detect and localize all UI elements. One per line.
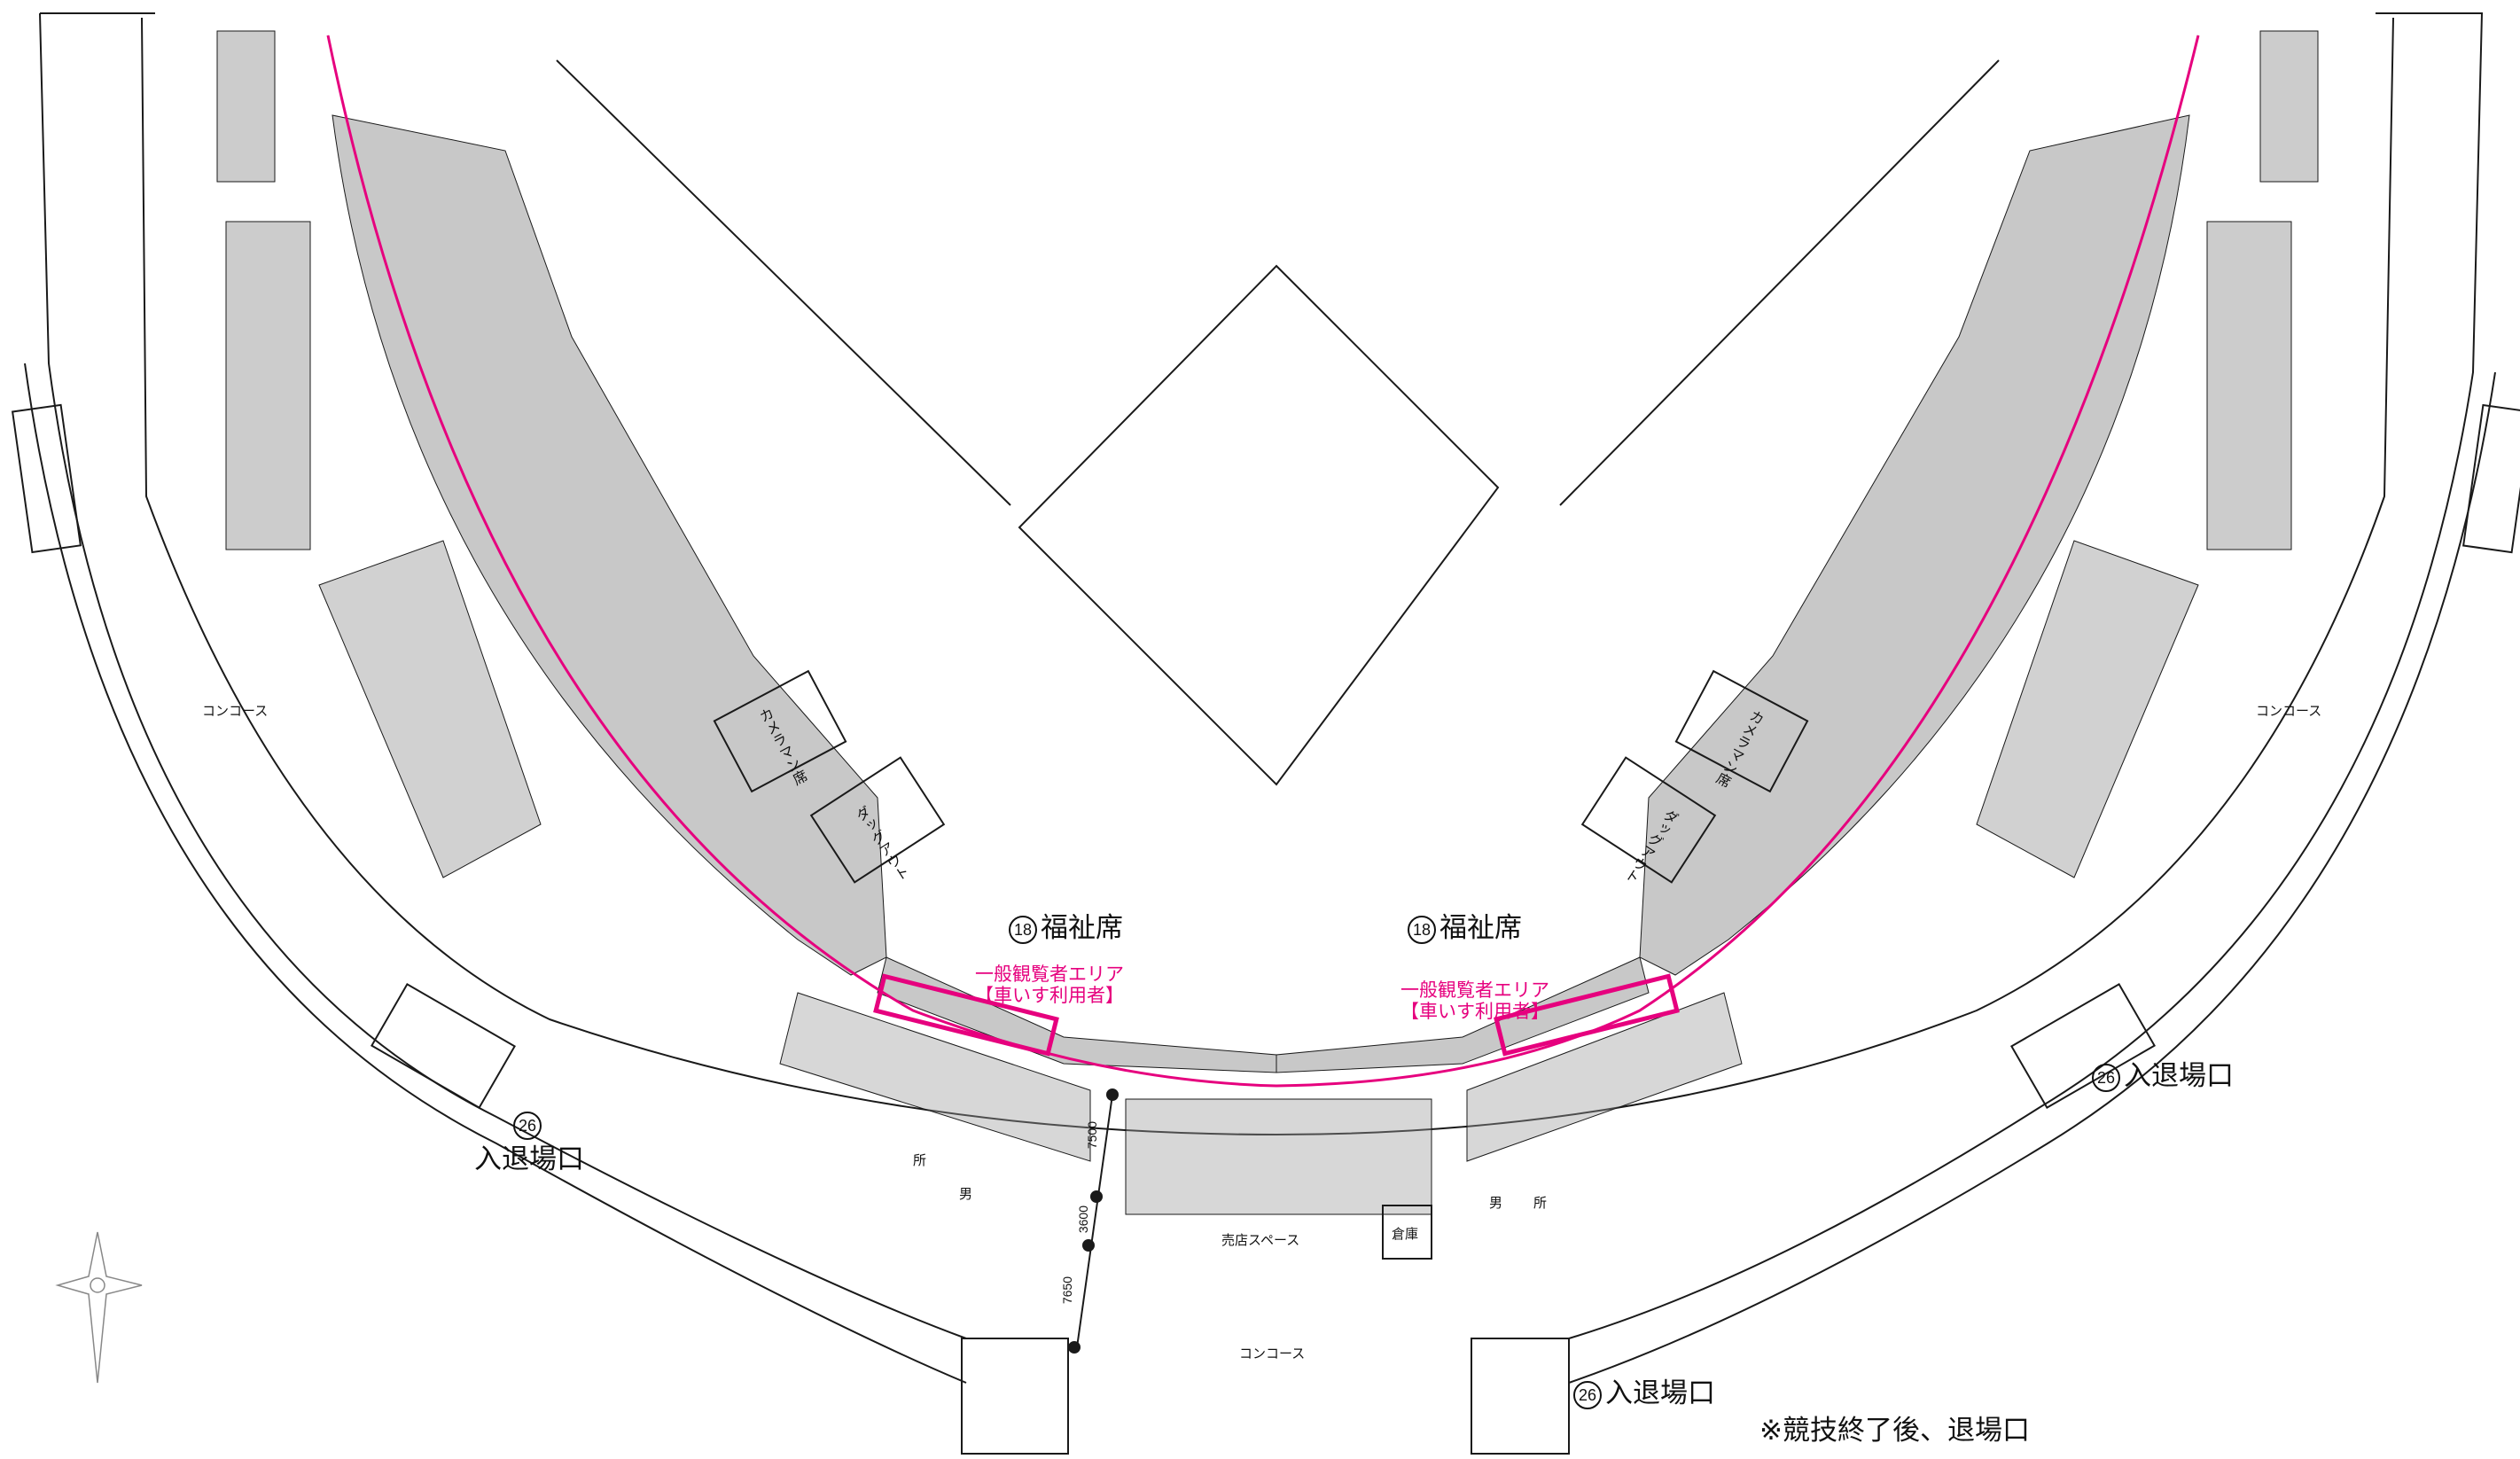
seat-block-right-lower xyxy=(1276,956,1650,1073)
dimension-7500: 7500 xyxy=(1085,1121,1099,1150)
stair-sw xyxy=(371,982,516,1110)
outer-wall-inner xyxy=(24,363,2496,1384)
concourse-label-west: コンコース xyxy=(202,704,269,719)
seat-block-right-front xyxy=(1466,992,1743,1162)
entrance-text: 入退場口 xyxy=(1605,1377,1715,1408)
stair-right xyxy=(1471,1338,1570,1455)
seat-block-right-mid xyxy=(2206,221,2292,550)
storage-label: 倉庫 xyxy=(1392,1227,1419,1242)
storage-room xyxy=(1382,1205,1432,1260)
seat-block-left-mid xyxy=(225,221,311,550)
welfare-seat-text: 福祉席 xyxy=(1041,912,1123,943)
foul-line-right xyxy=(1559,59,2000,506)
entrance-number: 26 xyxy=(2092,1063,2120,1092)
wheelchair-area-left xyxy=(873,973,1059,1057)
stand-outer-edge xyxy=(141,17,2394,1136)
men-toilet-label-right: 男 xyxy=(1489,1196,1503,1211)
seat-block-left-upper xyxy=(332,114,887,976)
seat-block-left-top xyxy=(216,30,276,183)
north-arrow-icon xyxy=(55,1231,143,1384)
concourse-label-east: コンコース xyxy=(2256,704,2322,719)
entrance-sw: 26 入退場口 xyxy=(474,1110,584,1173)
entrance-text: 入退場口 xyxy=(2124,1060,2234,1091)
foul-line-left xyxy=(556,59,1011,506)
wheelchair-area-right xyxy=(1494,973,1680,1057)
welfare-seat-number: 18 xyxy=(1009,915,1037,944)
dimension-3600: 3600 xyxy=(1076,1205,1090,1234)
entrance-text: 入退場口 xyxy=(474,1143,584,1174)
wheelchair-users-label: 【車いす利用者】 xyxy=(1400,1002,1549,1023)
seat-block-left-front xyxy=(779,992,1091,1162)
camera-booth-left xyxy=(713,669,847,793)
stair-left xyxy=(961,1338,1069,1455)
camera-booth-right xyxy=(1674,669,1809,793)
dimension-dot xyxy=(1082,1239,1095,1252)
seat-block-center xyxy=(1125,1098,1432,1215)
wheelchair-users-label: 【車いす利用者】 xyxy=(975,986,1124,1007)
welfare-seat-text: 福祉席 xyxy=(1439,912,1522,943)
store-space-label: 売店スペース xyxy=(1221,1233,1300,1248)
concourse-label-south: コンコース xyxy=(1239,1346,1306,1361)
dimension-dot xyxy=(1090,1190,1103,1203)
dimension-dot xyxy=(1068,1341,1081,1354)
dimension-dot xyxy=(1106,1088,1119,1101)
dimension-line xyxy=(1076,1094,1113,1348)
seat-block-right-upper xyxy=(1639,114,2190,976)
dugout-left xyxy=(809,756,946,884)
general-area-title: 一般観覧者エリア xyxy=(975,964,1124,985)
general-area-right: 一般観覧者エリア 【車いす利用者】 xyxy=(1400,980,1549,1023)
stair-east xyxy=(2461,403,2520,554)
dugout-right xyxy=(1580,756,1717,884)
stair-west xyxy=(11,403,82,554)
general-area-left: 一般観覧者エリア 【車いす利用者】 xyxy=(975,964,1124,1007)
infield-diamond xyxy=(1018,264,1500,786)
toilet-label-right: 所 xyxy=(1533,1196,1548,1211)
entrance-number: 26 xyxy=(1573,1380,1602,1409)
toilet-label-left: 所 xyxy=(913,1153,927,1168)
general-area-title: 一般観覧者エリア xyxy=(1400,980,1549,1001)
seat-block-right-top xyxy=(2259,30,2319,183)
seat-block-left-lower-wing xyxy=(318,540,542,878)
accessible-walkway xyxy=(326,35,2200,1088)
welfare-seat-number: 18 xyxy=(1408,915,1436,944)
seat-block-right-lower-wing xyxy=(1976,540,2199,878)
entrance-number: 26 xyxy=(513,1111,542,1140)
men-toilet-label-left: 男 xyxy=(959,1187,973,1202)
exit-note: ※競技終了後、退場口 xyxy=(1759,1415,2030,1446)
dimension-7650: 7650 xyxy=(1060,1276,1074,1305)
